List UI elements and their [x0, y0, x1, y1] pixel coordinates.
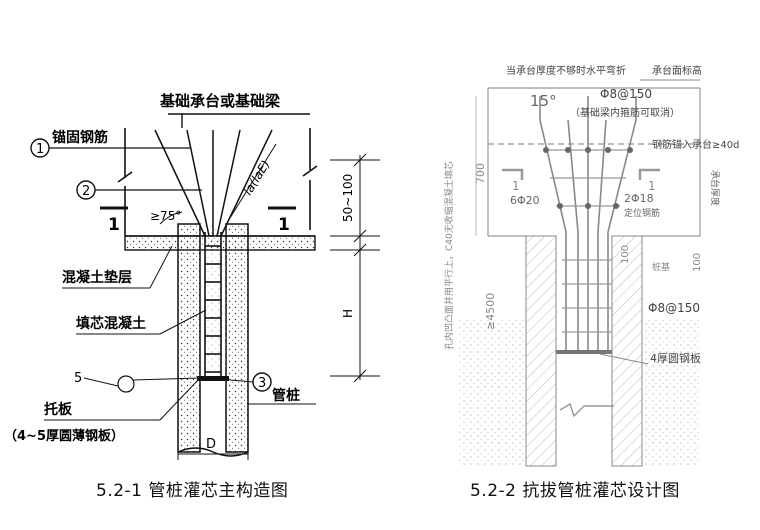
dim-100b: 100 — [692, 253, 703, 272]
dim-D-label: D — [206, 437, 216, 452]
pile-wall-left — [177, 223, 201, 453]
section-right-num: 1 — [648, 179, 656, 193]
rebar-cage — [204, 232, 222, 378]
cap-outline — [117, 128, 318, 236]
la-dimension — [229, 143, 277, 219]
note-bend: 当承台厚度不够时水平弯折 — [506, 64, 626, 77]
cap-outline-r — [487, 87, 701, 237]
support-plate — [197, 376, 229, 381]
plate-r-label: 4厚圆钢板 — [650, 351, 701, 365]
core-label: 填芯混凝土 — [76, 315, 146, 332]
callout-2-num: 2 — [82, 184, 90, 199]
pile-wall-left-r — [525, 235, 557, 467]
cap-label: 基础承台或基础梁 — [159, 92, 281, 110]
note-top: 承台面标高 — [652, 64, 702, 77]
plate-mark: 5 — [74, 371, 82, 386]
left-figure: 基础承台或基础梁 — [4, 92, 380, 460]
stirrup2-r: Φ8@150 — [648, 301, 700, 315]
callout-3-leader — [229, 379, 254, 383]
dim-700: 700 — [474, 163, 487, 184]
rebar-right-r: 2Φ18 — [624, 192, 654, 205]
rebars-r — [539, 96, 637, 350]
plate-leader-3 — [159, 379, 199, 421]
section-left-num: 1 — [512, 179, 520, 193]
mark-small: 桩基 — [652, 261, 670, 273]
stirrup-note-r: （基础梁内箍筋可取消） — [570, 106, 680, 119]
core-leader-2 — [159, 309, 207, 335]
rebar-left-r: 6Φ20 — [510, 194, 540, 207]
angle-r: 15° — [530, 92, 557, 110]
side-note-r: 承台厚度 — [709, 170, 721, 206]
left-caption: 5.2-1 管桩灌芯主构造图 — [96, 481, 289, 501]
plate-label: 托板 — [44, 401, 73, 418]
plate-r-leader — [599, 353, 649, 365]
pile-wall-right-r — [611, 235, 643, 467]
dim-100a: 100 — [620, 245, 631, 264]
plate-r — [556, 350, 612, 354]
break-r — [559, 403, 614, 418]
vertical-note: 孔内凹凸面并用平行上，C40无收缩混凝土填芯 — [443, 161, 455, 350]
dim-4500: ≥4500 — [484, 293, 497, 330]
anchor-note-r: 钢筋锚入承台≥40d — [652, 138, 739, 151]
anchor-label: 锚固钢筋 — [52, 129, 108, 146]
dim-50-100: 50~100 — [341, 174, 355, 222]
plate-mark-leader — [83, 377, 119, 387]
plate-detail: （4~5厚圆薄钢板） — [4, 428, 124, 444]
right-figure: 当承台厚度不够时水平弯折 承台面标高 15° Φ8@150 （基础梁内箍筋可取消… — [443, 64, 739, 467]
pile-wall-right — [225, 223, 249, 453]
pile-break — [177, 447, 249, 457]
stirrup-r: Φ8@150 — [600, 87, 652, 101]
cushion-leader-2 — [149, 245, 173, 289]
dim-H: H — [341, 309, 355, 318]
section-mark-right: 1 — [278, 215, 290, 235]
dim-D — [177, 444, 249, 460]
soil-right — [640, 320, 700, 465]
rebar-right-note: 定位钢筋 — [624, 207, 660, 219]
soil-left — [458, 320, 526, 465]
right-caption: 5.2-2 抗拔管桩灌芯设计图 — [470, 481, 680, 501]
section-right-r — [638, 168, 660, 180]
section-left-r — [502, 168, 524, 180]
la-label: la(laE) — [241, 158, 273, 198]
cushion-label: 混凝土垫层 — [62, 269, 132, 286]
plate-leader — [132, 377, 201, 381]
angle-label: ≥75° — [150, 209, 181, 223]
callout-1-num: 1 — [36, 142, 44, 157]
dim-lines-right — [330, 153, 380, 383]
angle-arc — [159, 211, 183, 225]
plate-callout-circle — [117, 375, 135, 393]
callout-3-num: 3 — [258, 376, 266, 391]
rebar-dots-r — [543, 147, 633, 209]
pile-label: 管桩 — [272, 387, 300, 404]
section-mark-left: 1 — [108, 215, 120, 235]
